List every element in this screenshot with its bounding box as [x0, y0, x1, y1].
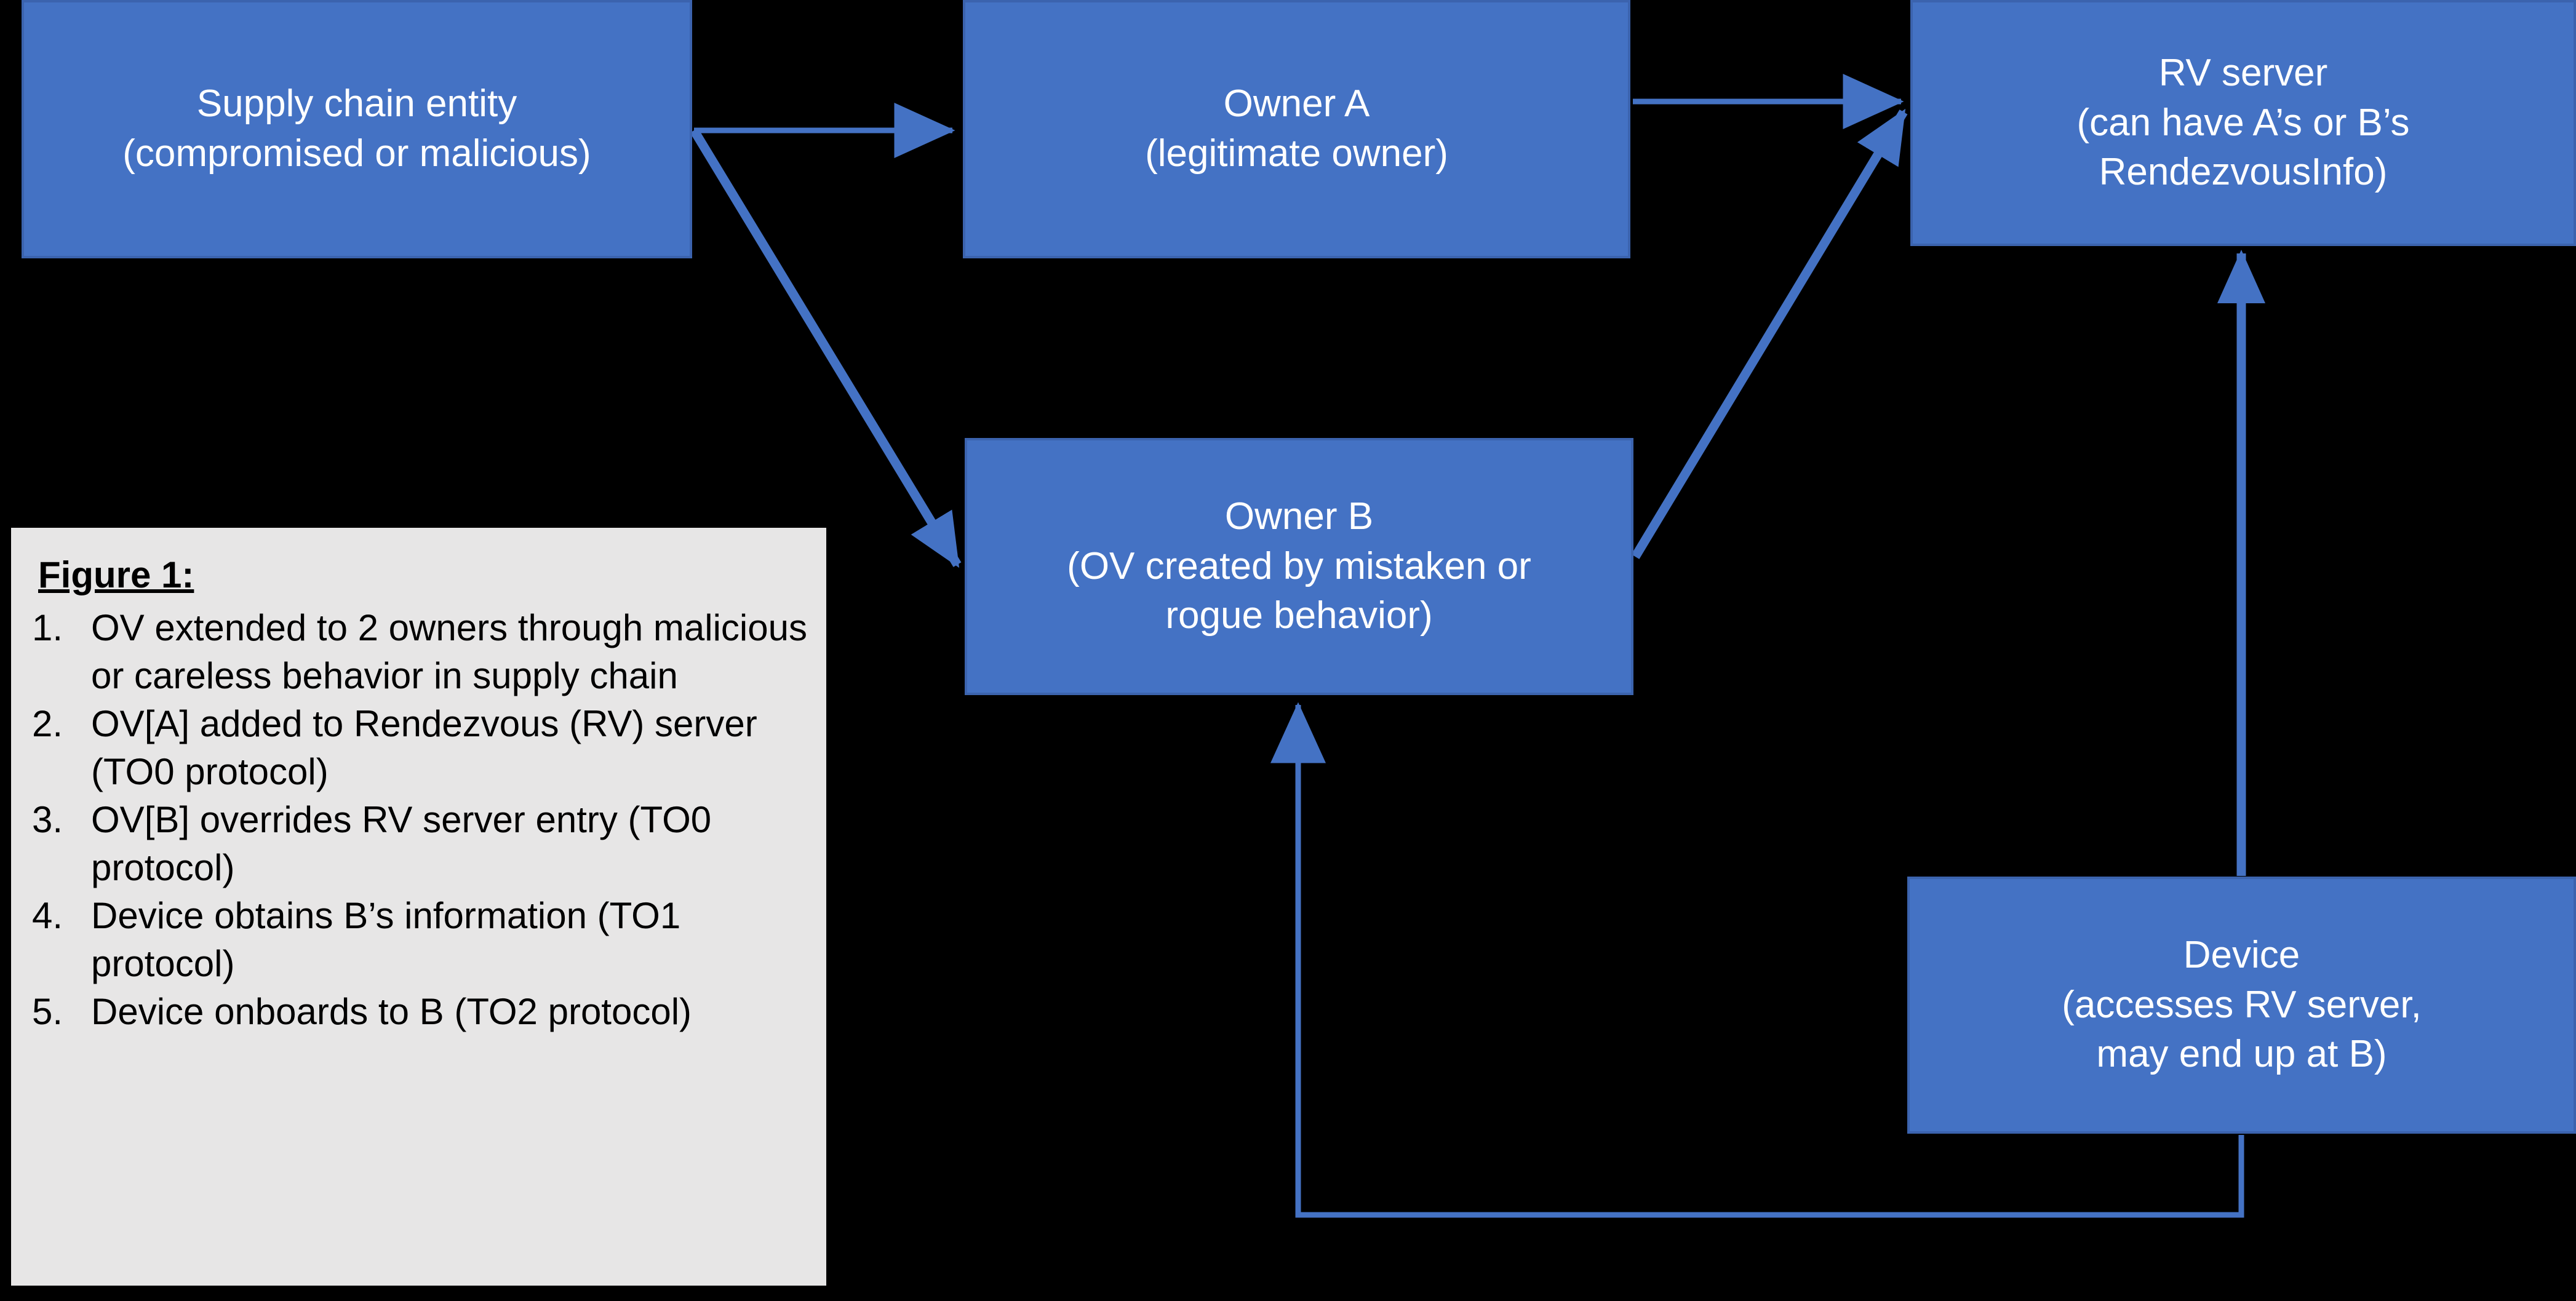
- figure-legend-item: 1. OV extended to 2 owners through malici…: [32, 604, 808, 700]
- node-rv-server[interactable]: RV server (can have A’s or B’s Rendezvou…: [1910, 0, 2576, 246]
- figure-legend-item-text: Device obtains B’s information (TO1 prot…: [91, 895, 681, 984]
- figure-legend-list: 1. OV extended to 2 owners through malici…: [32, 604, 808, 1036]
- node-owner-b-subtitle-line-1: (OV created by mistaken or: [1067, 544, 1531, 587]
- figure-legend-panel: Figure 1: 1. OV extended to 2 owners thro…: [11, 528, 826, 1286]
- node-owner-b-subtitle-line-2: rogue behavior): [1165, 594, 1433, 637]
- node-rv-server-title: RV server: [2158, 52, 2328, 95]
- figure-legend-item-text: OV[B] overrides RV server entry (TO0 pro…: [91, 799, 712, 888]
- node-rv-server-subtitle-line-2: RendezvousInfo): [2099, 151, 2388, 194]
- node-owner-a-title: Owner A: [1223, 82, 1370, 125]
- figure-legend-item: 2. OV[A] added to Rendezvous (RV) server …: [32, 700, 808, 796]
- node-device-subtitle-line-1: (accesses RV server,: [2062, 983, 2422, 1026]
- figure-legend-item: 3. OV[B] overrides RV server entry (TO0 p…: [32, 796, 808, 892]
- figure-legend-item-text: Device onboards to B (TO2 protocol): [91, 991, 692, 1032]
- figure-legend-item-number: 4.: [32, 895, 63, 936]
- node-supply-chain-entity[interactable]: Supply chain entity (compromised or mali…: [22, 0, 692, 258]
- node-owner-a[interactable]: Owner A (legitimate owner): [963, 0, 1630, 258]
- figure-legend-title: Figure 1:: [38, 554, 194, 595]
- node-supply-chain-entity-title: Supply chain entity: [196, 82, 517, 125]
- node-owner-a-subtitle: (legitimate owner): [1145, 132, 1448, 175]
- figure-legend-item-text: OV[A] added to Rendezvous (RV) server (T…: [91, 703, 757, 792]
- figure-legend-item-text: OV extended to 2 owners through maliciou…: [91, 607, 807, 696]
- figure-legend-item-number: 2.: [32, 703, 63, 744]
- node-rv-server-subtitle-line-1: (can have A’s or B’s: [2076, 101, 2410, 144]
- figure-legend-item-number: 3.: [32, 799, 63, 840]
- node-device-subtitle-line-2: may end up at B): [2096, 1033, 2387, 1076]
- node-owner-b-title: Owner B: [1224, 495, 1374, 538]
- node-device-title: Device: [2183, 934, 2300, 977]
- figure-legend-item: 4. Device obtains B’s information (TO1 pr…: [32, 892, 808, 988]
- connector-supply-chain-entity-to-owner-b: [690, 128, 962, 568]
- figure-legend-item: 5. Device onboards to B (TO2 protocol): [32, 988, 808, 1036]
- figure-legend-item-number: 1.: [32, 607, 63, 648]
- node-device[interactable]: Device (accesses RV server, may end up a…: [1907, 877, 2576, 1134]
- node-supply-chain-entity-subtitle: (compromised or malicious): [122, 132, 591, 175]
- connector-owner-b-to-rv-server: [1631, 108, 1908, 559]
- figure-legend-item-number: 5.: [32, 991, 63, 1032]
- node-owner-b[interactable]: Owner B (OV created by mistaken or rogue…: [965, 438, 1633, 695]
